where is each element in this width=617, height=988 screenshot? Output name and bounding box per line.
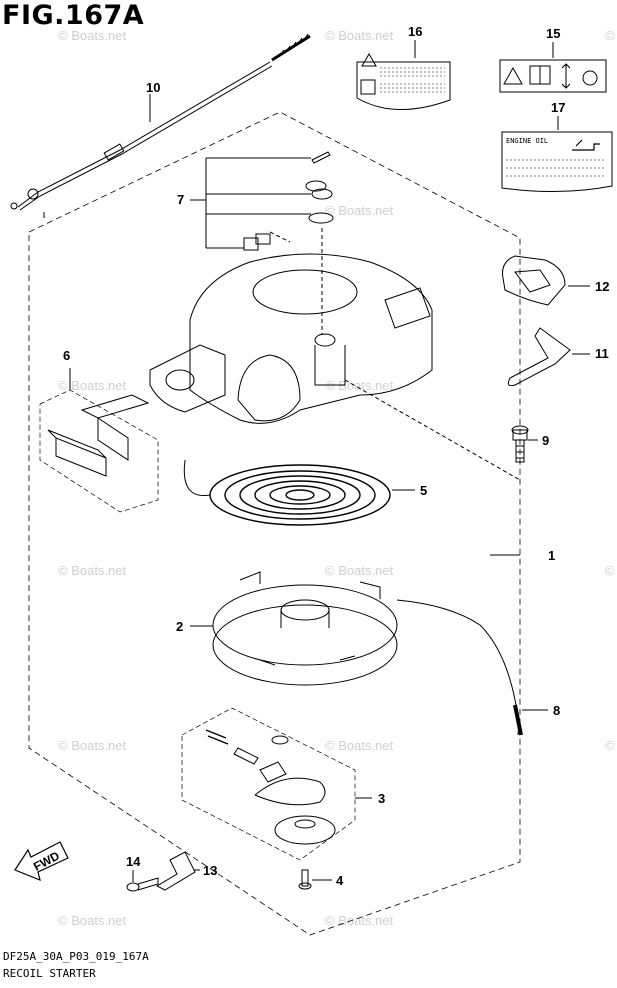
assembly-outline [28,111,521,936]
callout-7: 7 [177,192,184,207]
callout-2: 2 [176,619,183,634]
callout-15: 15 [546,26,560,41]
part-3-pawl-kit [181,707,372,861]
watermark: © Boats.net [605,563,617,578]
part-9-bolt [511,425,538,463]
callout-13: 13 [203,863,217,878]
figure-code: DF25A_30A_P03_019_167A [3,950,149,963]
watermark: © Boats.net [325,913,394,928]
fwd-label: FWD [31,848,62,873]
part-6-handle [39,368,159,513]
watermark: © Boats.net [605,28,617,43]
part-11-handle-bar [507,327,590,387]
figure-title: FIG.167A [2,0,145,31]
fwd-arrow: FWD [14,841,69,881]
watermark: © Boats.net [605,738,617,753]
watermark: © Boats.net [58,913,127,928]
watermark: © Boats.net [58,28,127,43]
watermark: © Boats.net [58,563,127,578]
callout-17: 17 [551,100,565,115]
figure-name: RECOIL STARTER [3,967,96,980]
engine-oil-label-text: ENGINE OIL [506,137,548,145]
part-15-pictogram-label [499,42,607,93]
callout-14: 14 [126,854,141,869]
callout-9: 9 [542,433,549,448]
watermark: © Boats.net [325,28,394,43]
watermark: © Boats.net [58,378,127,393]
watermark: © Boats.net [325,203,394,218]
part-2-reel [190,571,398,686]
callout-6: 6 [63,348,70,363]
callout-5: 5 [420,483,427,498]
part-10-cable [10,33,311,218]
callout-3: 3 [378,791,385,806]
watermark: © Boats.net [58,738,127,753]
callout-8: 8 [553,703,560,718]
callout-16: 16 [408,24,422,39]
part-12-bracket [502,255,590,306]
watermark: © Boats.net [325,378,394,393]
watermark: © Boats.net [325,738,394,753]
callout-4: 4 [336,873,344,888]
part-14-bolt [126,870,159,892]
watermark: © Boats.net [325,563,394,578]
part-8-rope [396,599,548,736]
part-7-spring-group [190,151,334,251]
callout-11: 11 [595,346,609,361]
part-5-spiral-spring [183,459,415,526]
watermark-layer: © Boats.net © Boats.net © Boats.net © Bo… [58,28,617,928]
callout-10: 10 [146,80,160,95]
part-16-caution-label [356,40,451,110]
part-1-starter-housing [149,228,521,556]
part-4-screw [298,869,332,890]
callout-12: 12 [595,279,609,294]
part-17-engine-oil-label [501,116,613,193]
callout-1: 1 [548,548,555,563]
part-13-bracket [155,851,200,891]
